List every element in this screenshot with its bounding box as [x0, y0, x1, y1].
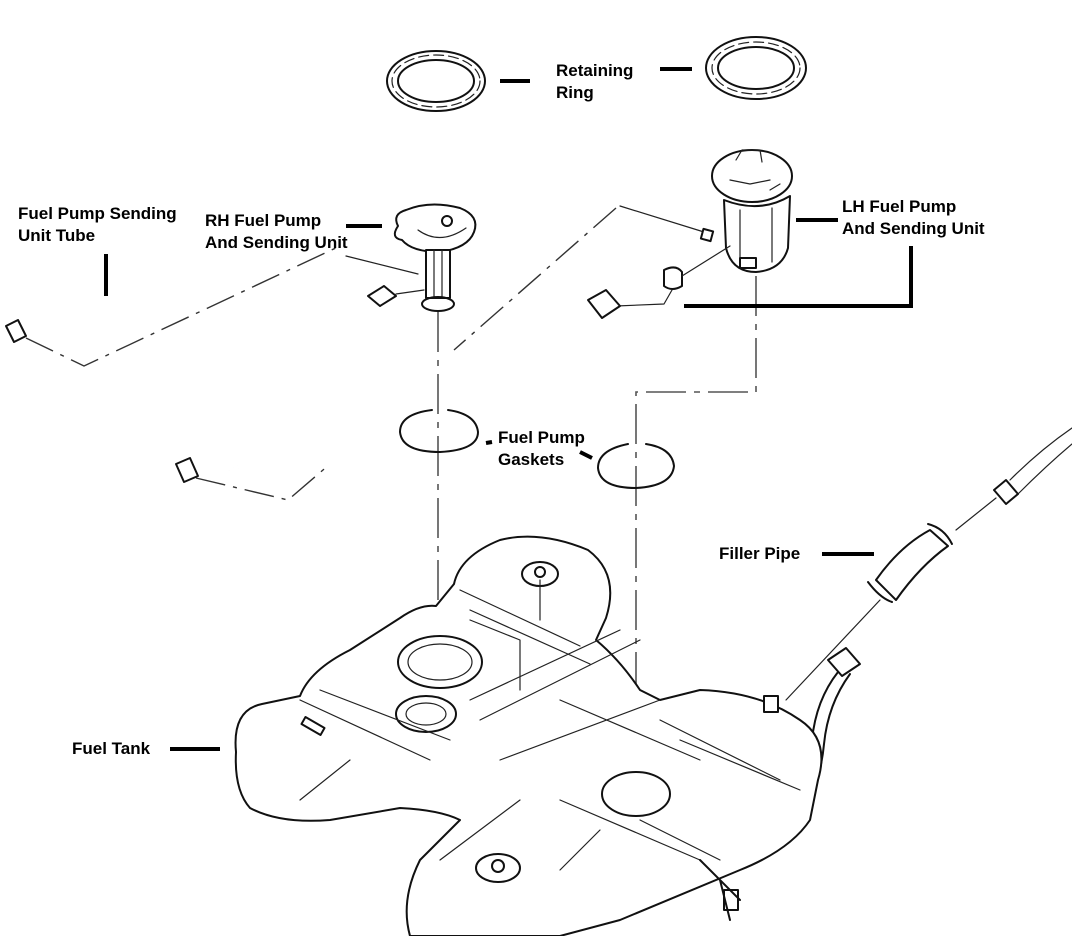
label-line: Fuel Pump: [498, 428, 585, 447]
fuel-pump-gasket-left: [399, 409, 479, 453]
label-line: Unit Tube: [18, 226, 96, 245]
fuel-tank: [234, 535, 823, 936]
lh-pump-alignment-line: [453, 207, 617, 351]
label-lh-fuel-pump: LH Fuel Pump And Sending Unit: [842, 196, 985, 240]
label-line: Fuel Pump Sending: [18, 204, 177, 223]
label-line: Fuel Tank: [72, 739, 151, 758]
rh-fuel-pump-sending-unit: [345, 203, 477, 312]
gasket-leader-left: [485, 440, 493, 445]
label-line: Ring: [556, 83, 594, 102]
lh-pump-bracket-leader: [684, 246, 913, 308]
label-retaining-ring: Retaining Ring: [556, 60, 633, 104]
lh-fuel-pump-sending-unit: [587, 149, 793, 319]
label-line: Retaining: [556, 61, 634, 80]
gasket-leader-right: [579, 450, 593, 460]
fuel-pump-sending-unit-tube: [5, 301, 252, 483]
label-line: And Sending Unit: [842, 219, 985, 238]
label-line: Filler Pipe: [719, 544, 801, 563]
tube-alignment-line: [25, 245, 341, 367]
retaining-ring-right: [705, 36, 807, 100]
label-line: RH Fuel Pump: [205, 211, 322, 230]
fuel-pump-gasket-right: [597, 443, 675, 489]
label-fuel-tank: Fuel Tank: [72, 738, 150, 760]
label-fuel-pump-sending-unit-tube: Fuel Pump Sending Unit Tube: [18, 203, 177, 247]
label-line: LH Fuel Pump: [842, 197, 957, 216]
label-rh-fuel-pump: RH Fuel Pump And Sending Unit: [205, 210, 348, 254]
label-filler-pipe: Filler Pipe: [719, 543, 800, 565]
retaining-ring-left: [386, 50, 486, 112]
label-fuel-pump-gaskets: Fuel Pump Gaskets: [498, 427, 585, 471]
label-line: And Sending Unit: [205, 233, 348, 252]
lh-pump-axis-line: [635, 276, 757, 790]
label-line: Gaskets: [498, 450, 565, 469]
